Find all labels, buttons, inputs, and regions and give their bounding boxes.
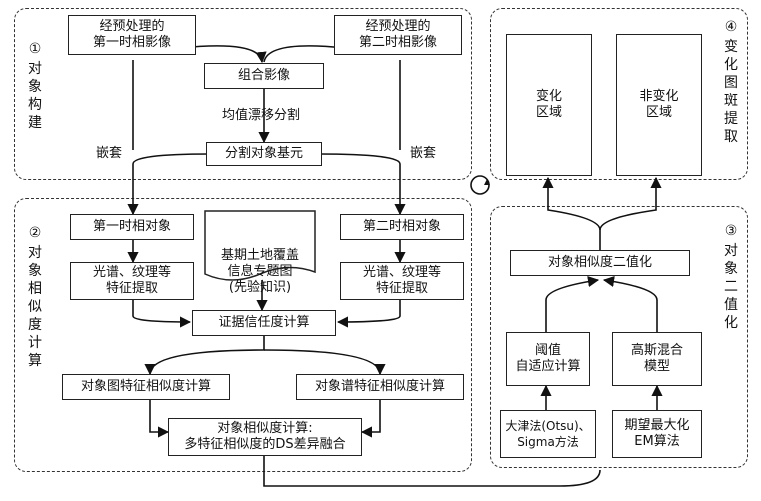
section-1-title: 对象构建 [28,61,42,131]
object-t1: 第一时相对象 [70,214,194,240]
ds-fusion-similarity: 对象相似度计算: 多特征相似度的DS差异融合 [168,418,362,456]
em-algorithm: 期望最大化 EM算法 [612,410,702,458]
section-1-number: ① [28,41,42,57]
section-2-number: ② [28,225,42,241]
panel-object-construction [14,8,472,180]
prior-knowledge-text: 基期土地覆盖 信息专题图 (先验知识) [220,248,299,295]
document-shape [204,210,316,281]
preprocessed-image-t1: 经预处理的 第一时相影像 [68,15,196,55]
section-3-number: ③ [724,223,738,239]
nest-left-label: 嵌套 [96,146,123,161]
spectral-feature-similarity: 对象谱特征相似度计算 [296,374,464,400]
section-4-number: ④ [724,19,738,35]
nest-right-label: 嵌套 [410,146,437,161]
adaptive-threshold: 阈值 自适应计算 [506,332,590,386]
otsu-sigma-method: 大津法(Otsu)、 Sigma方法 [500,410,596,458]
section-4-title: 变化图斑提取 [724,39,738,145]
prior-knowledge-document: 基期土地覆盖 信息专题图 (先验知识) [204,210,316,295]
object-t2: 第二时相对象 [340,214,464,240]
mean-shift-label: 均值漂移分割 [222,108,301,123]
refresh-cycle-icon [470,175,490,195]
panel-similarity-calculation [14,198,472,472]
feature-extraction-t2: 光谱、纹理等 特征提取 [340,262,464,300]
evidence-belief-calc: 证据信任度计算 [192,310,336,336]
preprocessed-image-t2: 经预处理的 第二时相影像 [334,15,462,55]
unchanged-region: 非变化 区域 [616,34,702,176]
changed-region: 变化 区域 [506,34,592,176]
similarity-binarization: 对象相似度二值化 [510,250,690,276]
graph-feature-similarity: 对象图特征相似度计算 [62,374,230,400]
section-3-title: 对象二值化 [724,243,738,331]
segmentation-base: 分割对象基元 [206,142,322,166]
panel-change-extraction [490,8,748,180]
feature-extraction-t1: 光谱、纹理等 特征提取 [70,262,194,300]
gaussian-mixture-model: 高斯混合 模型 [612,332,702,386]
panel-binarization [490,206,748,468]
combined-image: 组合影像 [204,63,324,89]
section-2-title: 对象相似度计算 [28,245,42,369]
